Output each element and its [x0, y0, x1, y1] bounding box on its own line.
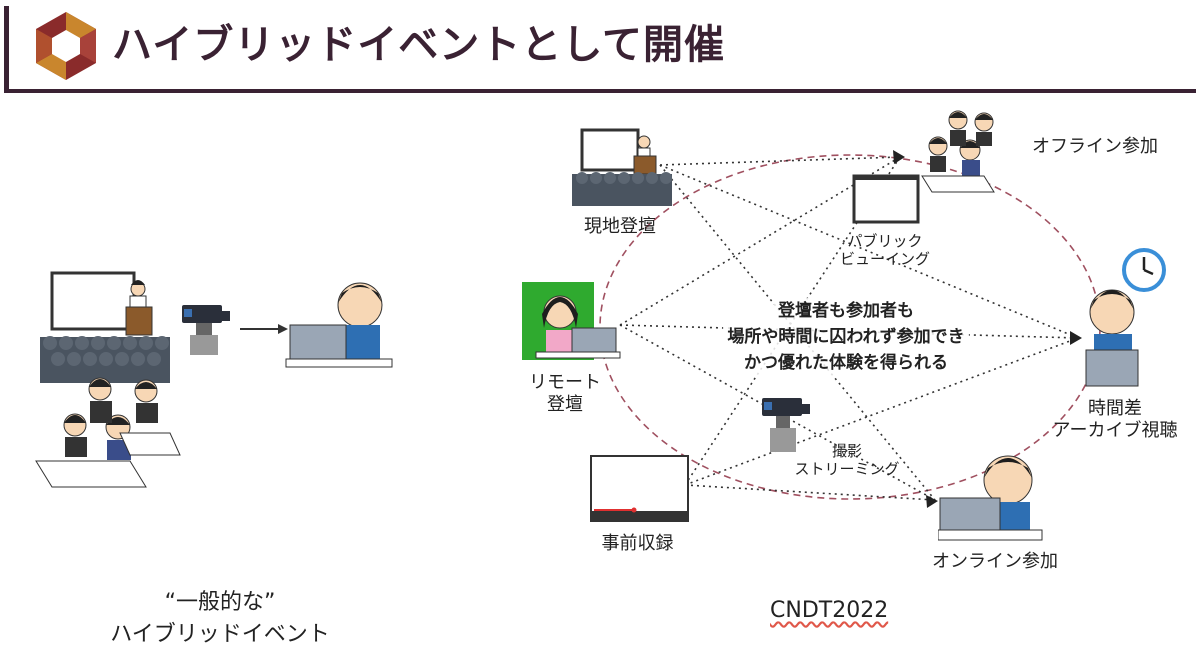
- public-viewing-screen: [852, 174, 920, 224]
- online-viewer: [285, 282, 393, 368]
- general-hybrid-illustration: [35, 271, 393, 488]
- page-title: ハイブリッドイベントとして開催: [112, 22, 725, 68]
- node-remote-line1: リモート: [529, 372, 601, 393]
- header: ハイブリッドイベントとして開催: [0, 0, 1200, 96]
- message-line3: かつ優れた体験を得られる: [740, 350, 952, 376]
- node-public-viewing-line2: ビューイング: [839, 250, 930, 268]
- time-shift-viewer-illustration: [1085, 289, 1139, 387]
- node-time-shift: 時間差 アーカイブ視聴: [1035, 398, 1195, 441]
- node-online: オンライン参加: [932, 551, 1058, 572]
- message-line1: 登壇者も参加者も: [774, 298, 918, 324]
- video-camera: [182, 305, 230, 355]
- node-public-viewing: パブリック ビューイング: [825, 232, 945, 268]
- logo-icon: [36, 12, 96, 80]
- cndt-caption: CNDT2022: [770, 598, 889, 623]
- online-viewer-illustration: [938, 455, 1043, 541]
- remote-speaker-illustration: [522, 282, 621, 360]
- node-remote-line2: 登壇: [547, 393, 583, 415]
- node-time-shift-line2: アーカイブ視聴: [1052, 419, 1178, 441]
- streaming-camera-illustration: [762, 398, 810, 452]
- message-line2: 場所や時間に囚われず参加でき: [723, 324, 969, 350]
- general-hybrid-caption: “一般的な” ハイブリッドイベント: [80, 587, 360, 651]
- header-accent-bar: [4, 6, 9, 90]
- node-public-viewing-line1: パブリック: [847, 232, 923, 250]
- node-remote: リモート 登壇: [515, 372, 615, 415]
- caption-line2: ハイブリッドイベント: [110, 622, 330, 647]
- node-streaming: 撮影 ストリーミング: [782, 442, 912, 478]
- node-onsite: 現地登壇: [584, 216, 656, 237]
- stage-screen: [50, 271, 136, 331]
- offline-attendees: [35, 377, 181, 488]
- offline-attendees-illustration: [921, 110, 995, 193]
- node-streaming-line1: 撮影: [831, 442, 862, 460]
- speaker-person: [125, 280, 153, 336]
- caption-line1: “一般的な”: [164, 590, 276, 615]
- arrowheads: [893, 150, 1082, 508]
- node-time-shift-line1: 時間差: [1088, 398, 1142, 419]
- node-offline: オフライン参加: [1032, 136, 1158, 157]
- stream-arrow: [240, 324, 288, 334]
- header-divider: [4, 89, 1196, 93]
- clock-icon: [1122, 248, 1166, 292]
- node-streaming-line2: ストリーミング: [794, 460, 900, 478]
- node-prerecorded: 事前収録: [601, 533, 674, 554]
- prerecorded-video-illustration: [590, 455, 689, 522]
- audience-crowd: [40, 336, 170, 383]
- central-message: 登壇者も参加者も 場所や時間に囚われず参加でき かつ優れた体験を得られる: [676, 298, 1016, 376]
- onsite-speaker-illustration: [572, 128, 672, 206]
